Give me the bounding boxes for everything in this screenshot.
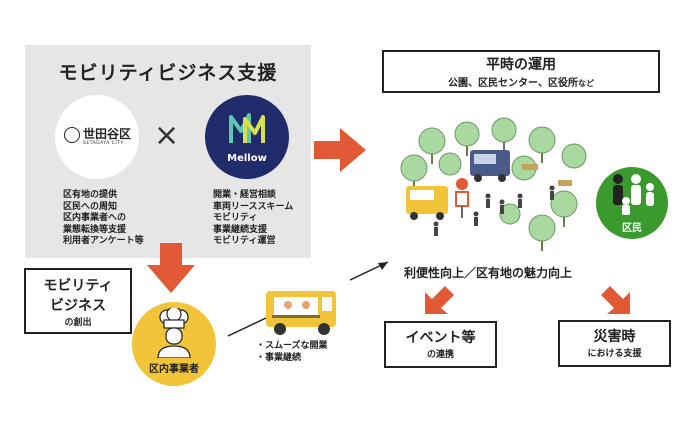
list-item: モビリティ	[213, 213, 258, 223]
mobility-creation-box: モビリティ ビジネス の創出	[24, 268, 132, 334]
benefit-text: 利便性向上／区有地の魅力向上	[404, 266, 573, 280]
list-item: 開業・経営相談	[213, 190, 277, 200]
times-symbol: ×	[154, 118, 180, 153]
business-list: ・スムーズな開業 ・事業継続	[256, 340, 328, 364]
disaster-sub: における支援	[587, 349, 642, 359]
disaster-title: 災害時	[593, 329, 636, 345]
list-item: 利用者アンケート等	[63, 236, 144, 246]
setagaya-support-list: 区有地の提供 区民への周知 区内事業者への 業態転換等支援 利用者アンケート等	[63, 190, 144, 248]
park-illustration	[400, 117, 587, 251]
sign	[455, 178, 469, 218]
list-item: 区内事業者への	[63, 213, 127, 223]
arrow-right-icon	[314, 128, 366, 172]
food-truck-icon	[266, 291, 336, 335]
mellow-mark-icon	[229, 113, 265, 143]
residents-circle: 区民	[596, 167, 668, 239]
list-item: 区有地の提供	[63, 190, 118, 200]
event-title: イベント等	[405, 330, 476, 346]
list-item: モビリティ運営	[213, 236, 276, 246]
mellow-name: Mellow	[227, 153, 267, 164]
setagaya-sub: SETAGAYA CITY	[83, 141, 124, 146]
event-box: イベント等 の連携	[384, 321, 497, 368]
operator-circle: 区内事業者	[132, 302, 216, 386]
list-item: ・事業継続	[256, 353, 302, 363]
support-title: モビリティビジネス支援	[58, 62, 278, 84]
creation-line3: の創出	[64, 318, 92, 328]
setagaya-name: 世田谷区	[83, 127, 132, 141]
residents-label: 区民	[622, 223, 642, 234]
setagaya-logo: 世田谷区 SETAGAYA CITY	[55, 95, 139, 179]
creation-line1: モビリティ	[43, 278, 113, 294]
disaster-box: 災害時 における支援	[558, 320, 671, 367]
list-item: 事業継続支援	[213, 224, 268, 235]
list-item: ・スムーズな開業	[256, 341, 328, 351]
setagaya-seal-icon	[64, 127, 80, 143]
list-item: 区民への周知	[63, 201, 118, 212]
arrow-down-icon	[147, 243, 195, 293]
arrow-down-left-icon	[425, 286, 454, 314]
mellow-logo: Mellow	[205, 95, 289, 179]
operator-label: 区内事業者	[149, 364, 199, 375]
normal-operation-box: 平時の運用 公園、区民センター、区役所など	[382, 50, 660, 93]
blue-truck	[470, 150, 510, 182]
normal-sub: 公園、区民センター、区役所など	[448, 78, 594, 89]
family-icon	[613, 174, 654, 215]
chef-icon	[157, 308, 191, 358]
creation-line2: ビジネス	[50, 298, 106, 314]
connector-lines	[227, 261, 389, 337]
list-item: 車両リーススキーム	[213, 201, 294, 212]
mellow-support-list: 開業・経営相談 車両リーススキーム モビリティ 事業継続支援 モビリティ運営	[213, 190, 293, 248]
list-item: 業態転換等支援	[63, 224, 127, 235]
event-sub: の連携	[426, 350, 454, 360]
arrow-down-right-icon	[601, 286, 630, 314]
yellow-truck	[406, 186, 448, 220]
normal-title: 平時の運用	[486, 57, 556, 73]
